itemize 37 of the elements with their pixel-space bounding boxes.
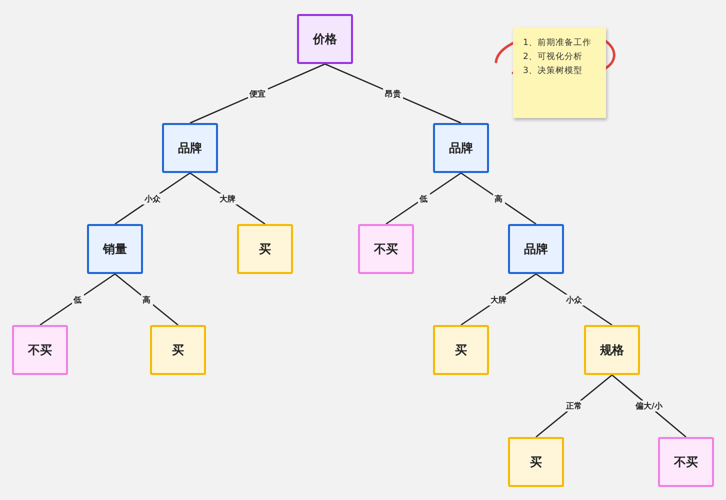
edge-label: 昂贵	[383, 88, 403, 99]
decision-box: 品牌	[508, 224, 564, 274]
decision-box: 销量	[87, 224, 143, 274]
edge-label: 便宜	[248, 88, 268, 99]
decision-box: 不买	[12, 325, 68, 375]
branch-line	[190, 172, 266, 225]
decision-box: 买	[237, 224, 293, 274]
decision-box: 不买	[358, 224, 414, 274]
decision-box: 买	[150, 325, 206, 375]
branch-line	[386, 172, 462, 225]
branch-line	[536, 374, 612, 438]
decision-box: 品牌	[433, 123, 489, 173]
decision-box: 不买	[658, 437, 714, 487]
branch-line	[324, 63, 462, 124]
decision-box: 价格	[297, 14, 353, 64]
note-line: 1、前期准备工作	[523, 37, 592, 50]
edge-label: 高	[492, 193, 504, 204]
edge-label: 高	[140, 294, 152, 305]
branch-line	[460, 172, 536, 225]
sticky-note	[513, 27, 606, 118]
edge-label: 低	[418, 193, 430, 204]
edge-label: 低	[72, 294, 84, 305]
edge-label: 偏大/小	[634, 400, 664, 412]
edge-label: 正常	[564, 400, 584, 412]
note-line: 3、决策树模型	[523, 65, 584, 78]
branch-line	[460, 273, 536, 326]
note-line: 2、可视化分析	[523, 51, 584, 64]
edge-label: 大牌	[488, 294, 508, 305]
edge-label: 小众	[564, 294, 584, 305]
decision-box: 买	[433, 325, 489, 375]
branch-line	[40, 273, 116, 326]
edge-label: 小众	[142, 193, 162, 204]
decision-box: 品牌	[162, 123, 218, 173]
branch-line	[190, 63, 326, 124]
decision-box: 规格	[584, 325, 640, 375]
decision-box: 买	[508, 437, 564, 487]
edge-label: 大牌	[218, 193, 238, 204]
